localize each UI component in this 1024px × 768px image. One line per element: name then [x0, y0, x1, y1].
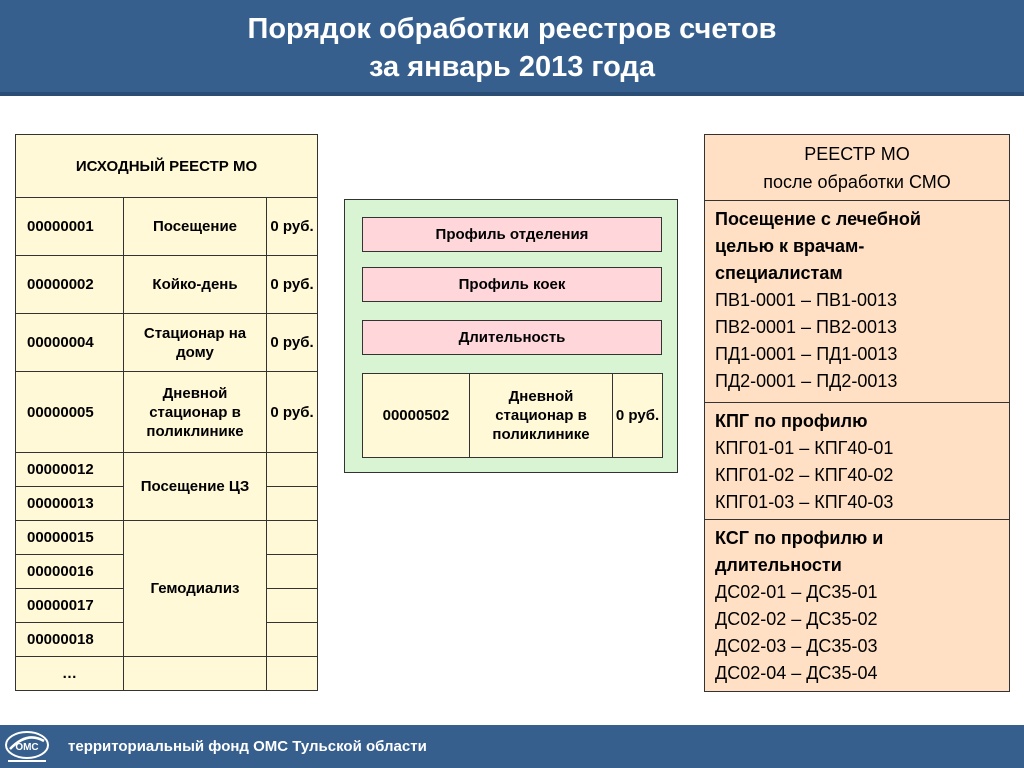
- page-title: Порядок обработки реестров счетов за янв…: [0, 10, 1024, 86]
- service-name: [123, 656, 267, 691]
- service-name: Койко-день: [123, 255, 267, 314]
- service-price: 0 руб.: [265, 313, 319, 372]
- code-range: ДС02-02 – ДС35-02: [715, 609, 878, 629]
- result-section-visits: Посещение с лечебной целью к врачам- спе…: [704, 200, 1010, 403]
- registry-code: 00000001: [15, 197, 124, 256]
- table-row: …: [15, 656, 319, 691]
- code-range: КПГ01-01 – КПГ40-01: [715, 438, 894, 458]
- table-header-row: РЕЕСТР МО после обработки СМО: [704, 134, 1010, 201]
- service-name: Посещение ЦЗ: [123, 452, 267, 521]
- result-registry-table: РЕЕСТР МО после обработки СМО Посещение …: [704, 134, 1010, 692]
- service-price: 0 руб.: [265, 197, 319, 256]
- service-price: [265, 656, 319, 691]
- footer-bar: ОМС территориальный фонд ОМС Тульской об…: [0, 725, 1024, 768]
- table-row: 00000013: [15, 486, 319, 521]
- duration-box: Длительность: [362, 320, 662, 355]
- section-title: КСГ по профилю и: [715, 528, 884, 548]
- result-section-ksg: КСГ по профилю и длительности ДС02-01 – …: [704, 519, 1010, 692]
- service-name: Дневной стационар в поликлинике: [123, 371, 267, 453]
- table-row: 00000005 Дневной стационар в поликлинике…: [15, 371, 319, 453]
- service-price: 0 руб.: [612, 373, 663, 458]
- page-title-line-2: за январь 2013 года: [369, 51, 655, 83]
- registry-code: 00000016: [15, 554, 124, 589]
- source-registry-header: ИСХОДНЫЙ РЕЕСТР МО: [14, 134, 319, 198]
- source-registry-table: ИСХОДНЫЙ РЕЕСТР МО 00000001 Посещение 0 …: [14, 134, 319, 691]
- service-price: [265, 452, 319, 487]
- service-price: [265, 486, 319, 521]
- table-header-row: ИСХОДНЫЙ РЕЕСТР МО: [14, 134, 319, 198]
- result-header-line-2: после обработки СМО: [763, 171, 951, 192]
- code-range: ПД1-0001 – ПД1-0013: [715, 344, 898, 364]
- service-price: [265, 622, 319, 657]
- code-range: КПГ01-03 – КПГ40-03: [715, 492, 894, 512]
- result-section: КПГ по профилю КПГ01-01 – КПГ40-01 КПГ01…: [704, 402, 1010, 520]
- code-range: ПД2-0001 – ПД2-0013: [715, 371, 898, 391]
- code-range: ПВ2-0001 – ПВ2-0013: [715, 317, 897, 337]
- registry-code: 00000015: [15, 520, 124, 555]
- profile-beds-box: Профиль коек: [362, 267, 662, 302]
- service-price: [265, 520, 319, 555]
- table-row: 00000017: [15, 588, 319, 623]
- service-name: Стационар на дому: [123, 313, 267, 372]
- section-title: специалистам: [715, 263, 843, 283]
- registry-code: 00000002: [15, 255, 124, 314]
- header-bar: Порядок обработки реестров счетов за янв…: [0, 0, 1024, 96]
- page-title-line-1: Порядок обработки реестров счетов: [247, 13, 777, 45]
- code-range: ПВ1-0001 – ПВ1-0013: [715, 290, 897, 310]
- table-row: 00000015 Гемодиализ: [15, 520, 319, 657]
- service-name: Дневной стационар в поликлинике: [469, 373, 613, 458]
- code-range: ДС02-01 – ДС35-01: [715, 582, 878, 602]
- registry-code: …: [15, 656, 124, 691]
- processed-record-table: 00000502 Дневной стационар в поликлинике…: [362, 373, 663, 458]
- table-row: 00000502 Дневной стационар в поликлинике…: [362, 373, 663, 458]
- section-title: целью к врачам-: [715, 236, 865, 256]
- result-header-line-1: РЕЕСТР МО: [804, 143, 910, 164]
- oms-logo-text: ОМС: [15, 742, 38, 753]
- section-title: Посещение с лечебной: [715, 209, 921, 229]
- code-range: ДС02-03 – ДС35-03: [715, 636, 878, 656]
- service-name: Посещение: [123, 197, 267, 256]
- registry-code: 00000018: [15, 622, 124, 657]
- section-title: КПГ по профилю: [715, 411, 868, 431]
- service-price: [265, 554, 319, 589]
- registry-code: 00000012: [15, 452, 124, 487]
- service-price: [265, 588, 319, 623]
- oms-logo-icon: ОМС: [5, 731, 49, 762]
- footer-text: территориальный фонд ОМС Тульской област…: [68, 738, 427, 755]
- table-row: 00000001 Посещение 0 руб.: [15, 197, 319, 256]
- registry-code: 00000004: [15, 313, 124, 372]
- service-price: 0 руб.: [265, 371, 319, 453]
- code-range: КПГ01-02 – КПГ40-02: [715, 465, 894, 485]
- registry-code: 00000502: [362, 373, 470, 458]
- table-row: 00000004 Стационар на дому 0 руб.: [15, 313, 319, 372]
- registry-code: 00000013: [15, 486, 124, 521]
- registry-code: 00000017: [15, 588, 124, 623]
- registry-code: 00000005: [15, 371, 124, 453]
- service-name: Гемодиализ: [123, 520, 267, 657]
- result-section: Посещение с лечебной целью к врачам- спе…: [704, 200, 1010, 403]
- table-row: 00000002 Койко-день 0 руб.: [15, 255, 319, 314]
- processing-panel: Профиль отделения Профиль коек Длительно…: [344, 199, 678, 473]
- result-section: КСГ по профилю и длительности ДС02-01 – …: [704, 519, 1010, 692]
- code-range: ДС02-04 – ДС35-04: [715, 663, 878, 683]
- table-row: 00000012 Посещение ЦЗ: [15, 452, 319, 521]
- result-section-kpg: КПГ по профилю КПГ01-01 – КПГ40-01 КПГ01…: [704, 402, 1010, 520]
- section-title: длительности: [715, 555, 842, 575]
- service-price: 0 руб.: [265, 255, 319, 314]
- result-registry-header: РЕЕСТР МО после обработки СМО: [704, 134, 1010, 201]
- profile-department-box: Профиль отделения: [362, 217, 662, 252]
